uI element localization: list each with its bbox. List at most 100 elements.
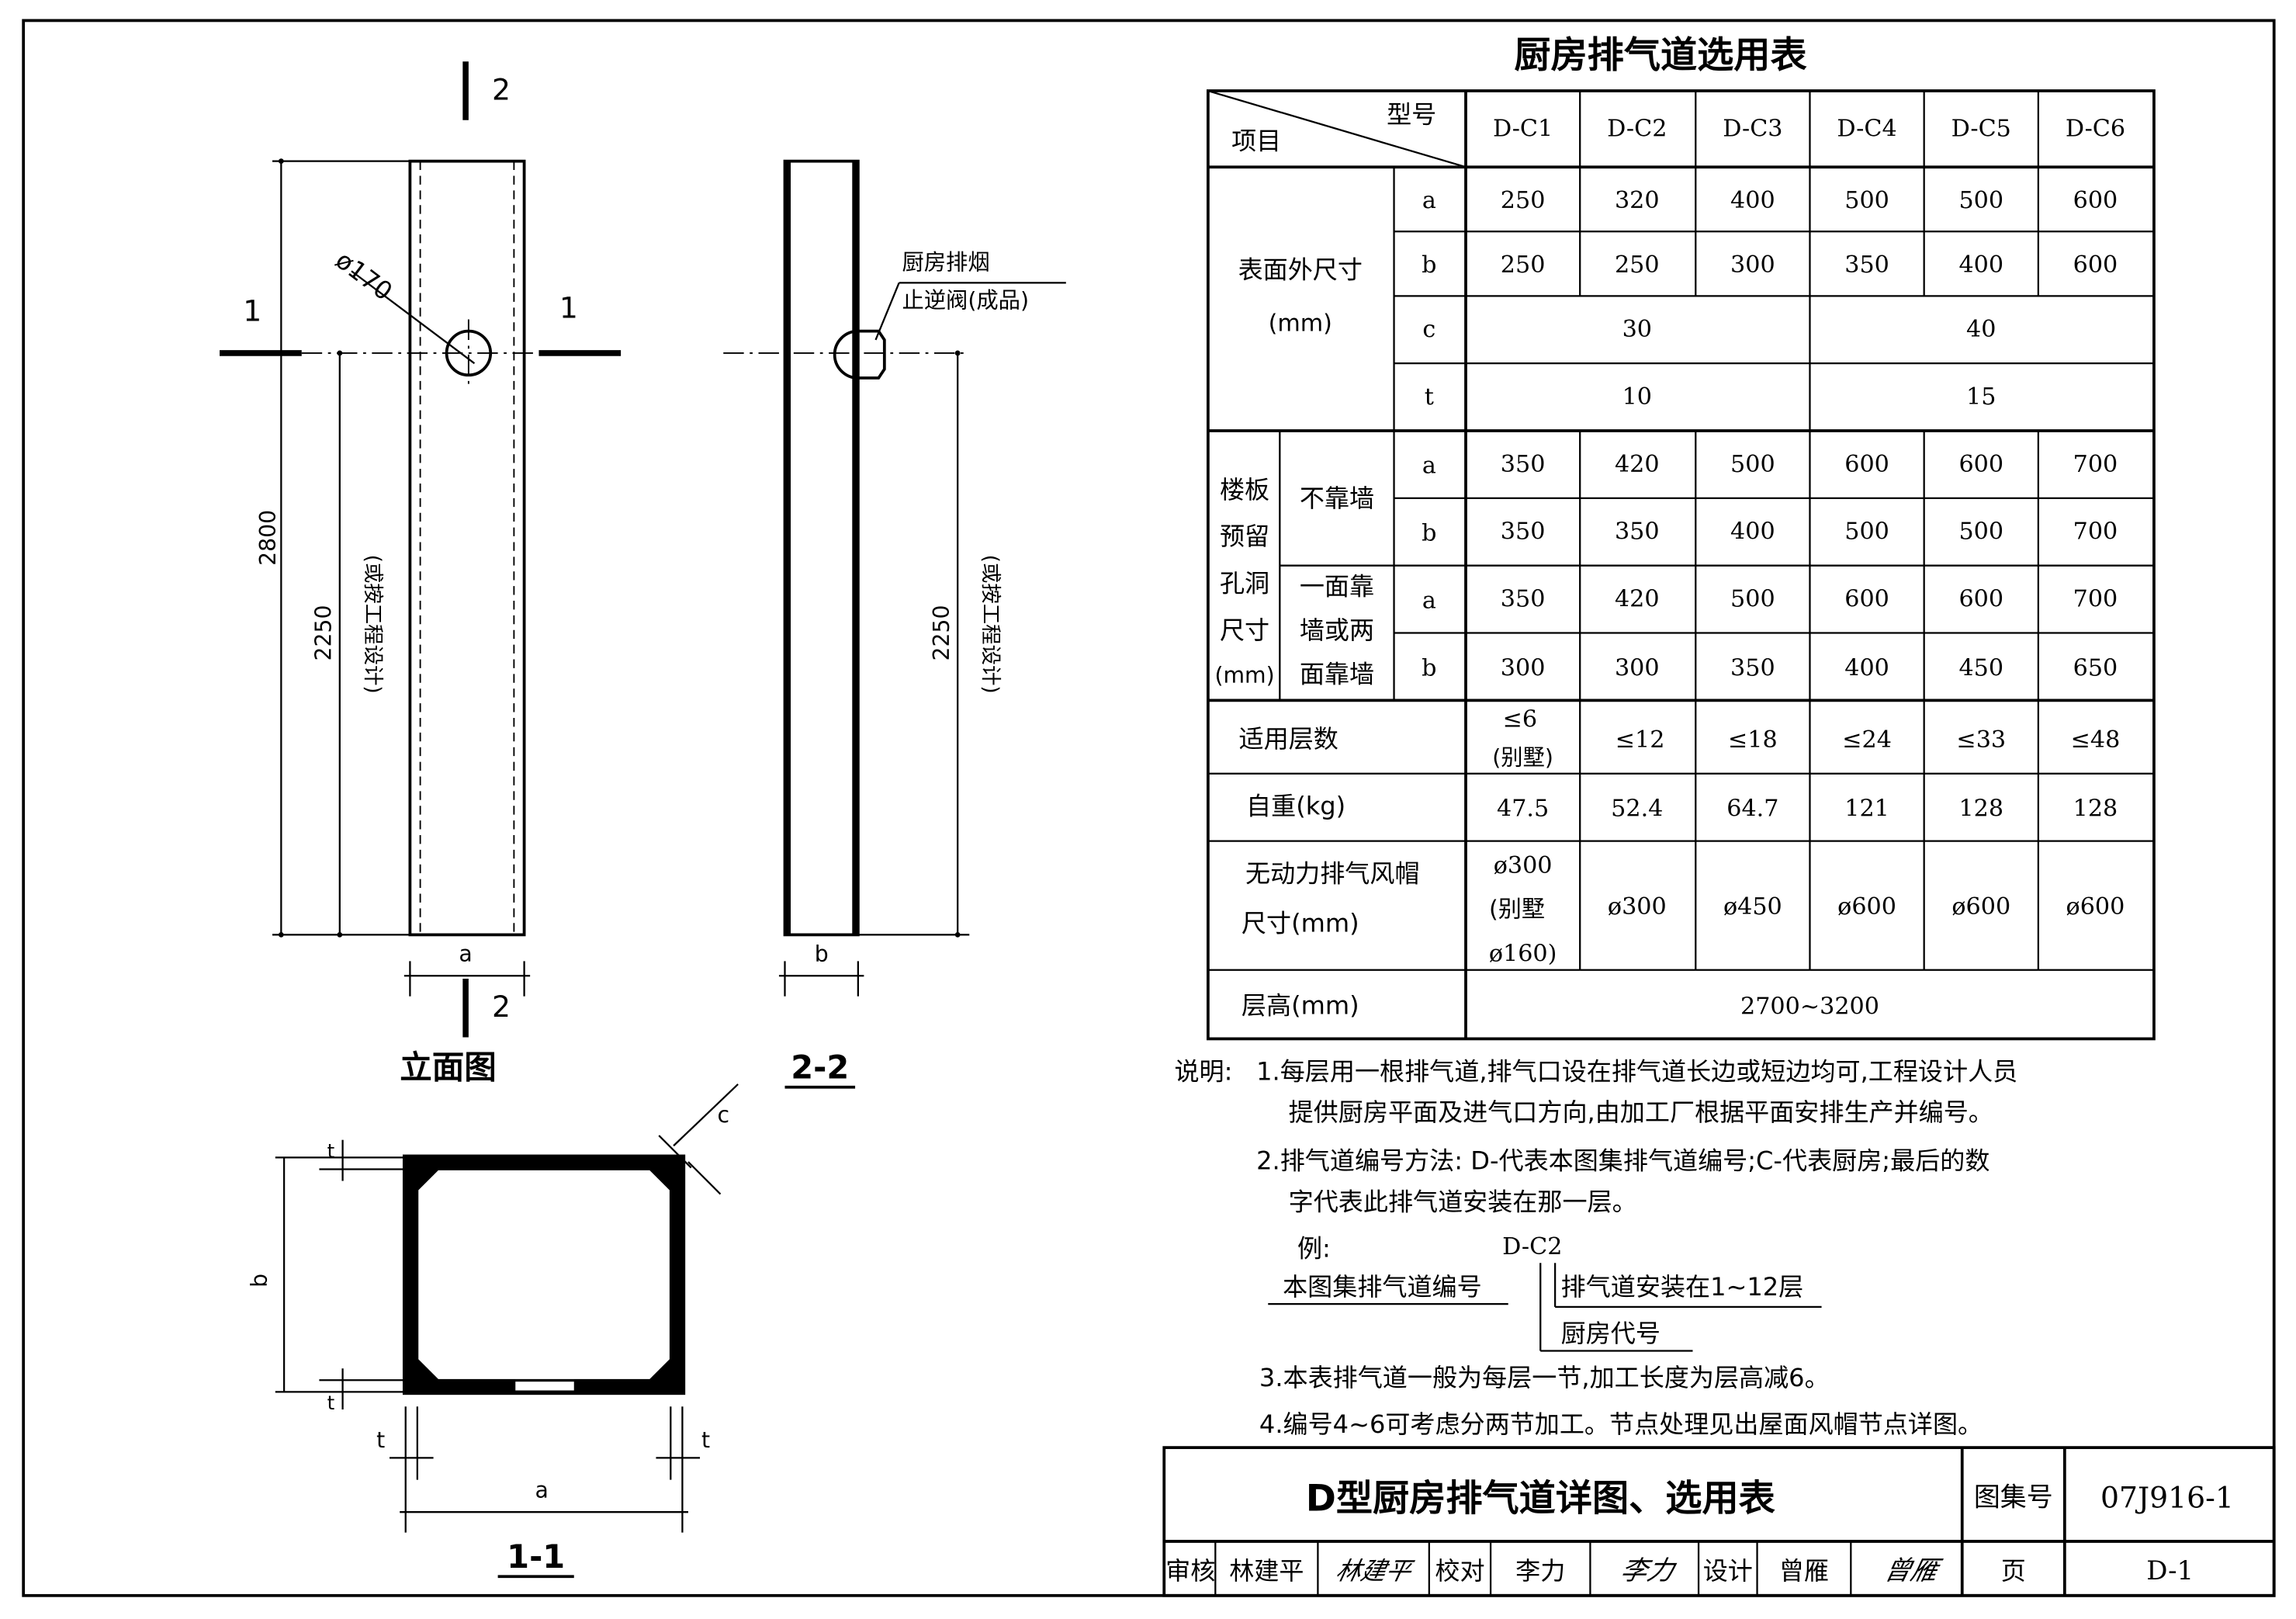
duct-cross-inner: [416, 1168, 672, 1382]
example-left: 本图集排气道编号: [1283, 1272, 1482, 1302]
cell: ø450: [1723, 893, 1782, 920]
weight-label: 自重(kg): [1246, 792, 1345, 821]
check-valve-body: [833, 329, 858, 380]
hole-label: 预留: [1220, 522, 1269, 551]
dim-width-a-label: a: [459, 941, 472, 966]
note-line: 3.本表排气道一般为每层一节,加工长度为层高减6。: [1259, 1363, 1830, 1392]
cell: ≤33: [1956, 726, 2006, 754]
checker-signature: 李力: [1618, 1555, 1679, 1586]
header-type-label: 型号: [1387, 100, 1436, 130]
sub-a: a: [1422, 452, 1436, 480]
cell: 350: [1615, 518, 1660, 546]
cell: 40: [1966, 316, 1996, 343]
note-line: 2.排气道编号方法: D-代表本图集排气道编号;C-代表厨房;最后的数: [1256, 1146, 1990, 1175]
hole-label: 尺寸: [1220, 615, 1269, 645]
hole-label: (mm): [1214, 663, 1274, 688]
cell: 500: [1844, 518, 1889, 546]
dim-2250-b-label: 2250: [929, 605, 954, 661]
section-mark-2-bottom-label: 2: [492, 990, 511, 1024]
header-diagonal: [1207, 89, 1467, 168]
notes: 说明: 1.每层用一根排气道,排气口设在排气道长边或短边均可,工程设计人员 提供…: [1174, 1056, 2017, 1439]
hole-wall-label: 面靠墙: [1300, 660, 1374, 689]
duct-side-outline: [783, 159, 860, 937]
cell: 350: [1501, 518, 1546, 546]
cell: 350: [1501, 451, 1546, 478]
design-label: 设计: [1703, 1556, 1753, 1586]
review-label: 审核: [1165, 1556, 1215, 1586]
cell: 420: [1615, 586, 1660, 613]
hole-wall-label: 墙或两: [1300, 615, 1374, 645]
valve-label-line2: 止逆阀(成品): [902, 287, 1029, 313]
cell: 650: [2073, 654, 2118, 681]
cell: 600: [2073, 251, 2118, 279]
section-2-2-title: 2-2: [791, 1048, 849, 1086]
cell: 400: [1730, 187, 1775, 214]
cell: 2700~3200: [1740, 993, 1879, 1020]
dim-tick: [278, 932, 284, 938]
reviewer-signature: 林建平: [1333, 1556, 1417, 1586]
cell: 700: [2073, 451, 2118, 478]
checker-name: 李力: [1515, 1556, 1565, 1586]
cell: 500: [1958, 187, 2003, 214]
cell: 320: [1615, 187, 1660, 214]
model-header: D-C6: [2066, 116, 2125, 143]
cell: 600: [1844, 451, 1889, 478]
dim-2800-label: 2800: [255, 510, 281, 566]
valve-label-line1: 厨房排烟: [902, 249, 989, 275]
section-1-1-view: t t b c t t a 1-1: [246, 1083, 739, 1579]
cell: 121: [1844, 795, 1889, 822]
sub-b: b: [1422, 654, 1436, 681]
wall-thickness-right: [670, 1157, 683, 1392]
cell: ≤18: [1728, 726, 1778, 754]
dim-c-line: [673, 1083, 739, 1147]
sheet-title: D型厨房排气道详图、选用表: [1306, 1477, 1775, 1520]
note-line: 1.每层用一根排气道,排气口设在排气道长边或短边均可,工程设计人员: [1256, 1056, 2017, 1086]
atlas-number: 07J916-1: [2100, 1481, 2234, 1515]
elevation-title: 立面图: [400, 1048, 497, 1086]
dim-b-label: b: [246, 1274, 272, 1288]
section-1-1-title: 1-1: [507, 1538, 565, 1576]
cell: 250: [1501, 187, 1546, 214]
cell: 600: [1958, 451, 2003, 478]
cell: 500: [1730, 451, 1775, 478]
table-title: 厨房排气道选用表: [1514, 34, 1806, 77]
cell: 350: [1501, 586, 1546, 613]
duct-outline: [408, 159, 526, 937]
section-mark-2-top-label: 2: [492, 72, 511, 106]
model-header: D-C3: [1723, 116, 1782, 143]
cell: 400: [1958, 251, 2003, 279]
header-item-label: 项目: [1231, 127, 1281, 156]
cell: ø600: [2066, 893, 2125, 920]
cell: 600: [1844, 586, 1889, 613]
cell: 64.7: [1726, 795, 1778, 822]
cell: 450: [1958, 654, 2003, 681]
dim-tick: [337, 932, 343, 938]
title-block-frame: [1162, 1446, 2276, 1597]
model-header: D-C4: [1837, 116, 1896, 143]
cell: (别墅: [1489, 896, 1545, 924]
floors-label: 适用层数: [1239, 724, 1338, 754]
cell: ø160): [1489, 940, 1557, 967]
dim-2250-note: (或按工程设计): [361, 555, 385, 694]
reviewer-name: 林建平: [1229, 1556, 1304, 1586]
example-label: 例:: [1297, 1234, 1331, 1264]
cell: 700: [2073, 586, 2118, 613]
hole-label: 孔洞: [1220, 569, 1269, 598]
model-header: D-C5: [1951, 116, 2011, 143]
cell: 300: [1501, 654, 1546, 681]
page-number: D-1: [2146, 1555, 2194, 1586]
cell: 400: [1844, 654, 1889, 681]
cell: 250: [1615, 251, 1660, 279]
hole-free-label: 不靠墙: [1300, 484, 1374, 513]
cell: ø300: [1494, 852, 1553, 879]
cell: 10: [1622, 383, 1652, 411]
dim-tick: [954, 350, 961, 356]
dim-2250-label: 2250: [310, 605, 336, 661]
cell: ≤6: [1503, 705, 1538, 733]
cell: 300: [1730, 251, 1775, 279]
cell: 500: [1844, 187, 1889, 214]
sub-c: c: [1422, 316, 1435, 343]
sub-a: a: [1422, 587, 1436, 614]
check-valve-icon: [857, 329, 886, 380]
dim-c-label: c: [717, 1102, 729, 1128]
